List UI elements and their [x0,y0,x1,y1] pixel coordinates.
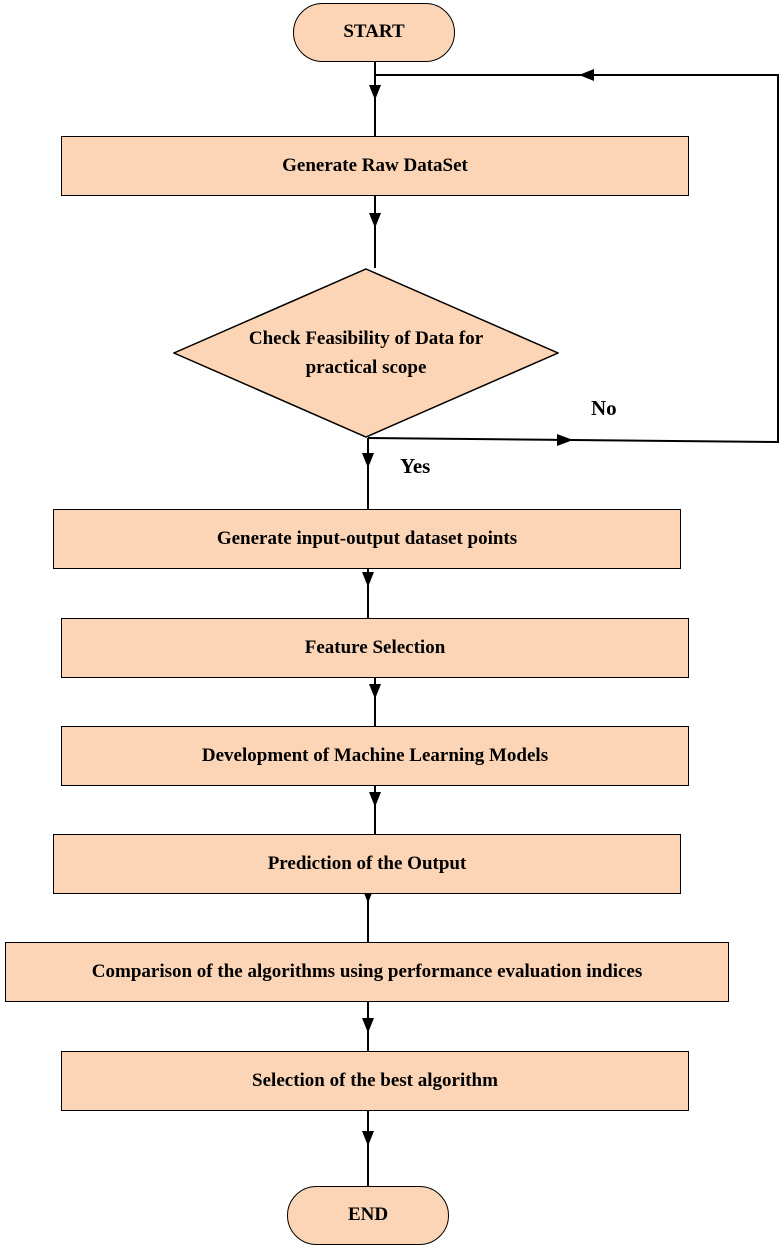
decision-line-1: Check Feasibility of Data for [248,328,484,349]
arrowhead-raw-decision [369,213,381,228]
process-generate-raw-dataset: Generate Raw DataSet [61,136,689,196]
process-feature-selection: Feature Selection [61,618,689,678]
step-6-label: Selection of the best algorithm [252,1069,498,1091]
start-label: START [343,21,405,43]
no-label: No [591,396,617,420]
end-label: END [347,1204,389,1226]
process-comparison-algorithms: Comparison of the algorithms using perfo… [5,942,729,1002]
arrowhead-no-right [557,434,573,446]
arrowhead-yes [362,453,374,468]
step-3-label: Development of Machine Learning Models [201,744,549,766]
start-terminal: START [293,3,455,62]
step-5-label: Comparison of the algorithms using perfo… [91,960,643,982]
generate-raw-label: Generate Raw DataSet [282,154,468,176]
arrowhead-start-raw [369,85,381,100]
step-2-label: Feature Selection [304,636,446,658]
arrowhead-step1-step2 [362,572,374,587]
arrowhead-step6-end [362,1131,374,1146]
step-4-label: Prediction of the Output [267,852,467,874]
step-1-label: Generate input-output dataset points [216,527,518,549]
decision-text: Check Feasibility of Data for practical … [213,324,519,382]
process-generate-input-output: Generate input-output dataset points [53,509,681,569]
process-development-ml-models: Development of Machine Learning Models [61,726,689,786]
arrowhead-step3-step4 [369,792,381,807]
process-selection-best-algorithm: Selection of the best algorithm [61,1051,689,1111]
yes-label: Yes [400,454,431,478]
decision-diamond-shape [173,268,559,438]
end-terminal: END [287,1186,449,1245]
process-prediction-output: Prediction of the Output [53,834,681,894]
arrowhead-no-return [579,69,594,81]
arrowhead-step5-step6 [362,1018,374,1033]
arrowhead-step2-step3 [369,684,381,699]
decision-check-feasibility: Check Feasibility of Data for practical … [173,268,559,438]
decision-line-2: practical scope [305,357,427,378]
